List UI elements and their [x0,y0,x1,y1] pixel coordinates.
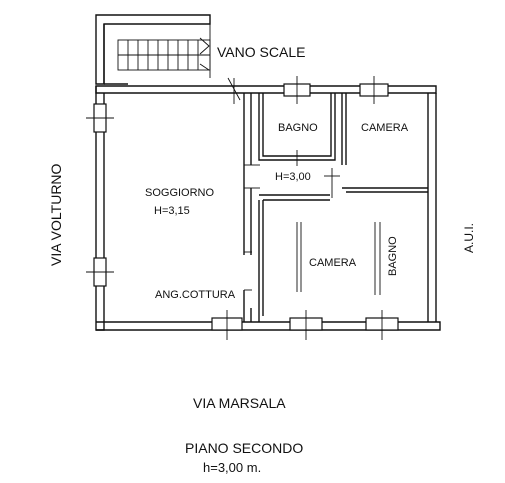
camera-bottom-label: CAMERA [309,257,357,269]
stairwell [95,14,211,85]
bagno-bottom-label: BAGNO [387,236,399,276]
ang-cottura-label: ANG.COTTURA [155,289,236,301]
stair-steps [118,40,210,70]
stair-arrow-icon [199,37,210,55]
floor-caption: PIANO SECONDO [185,440,303,456]
aui-label: A.U.I. [462,223,476,253]
bagno-top-label: BAGNO [278,122,318,134]
soggiorno-height-label: H=3,15 [154,205,190,217]
soggiorno-label: SOGGIORNO [145,187,215,199]
vano-scale-label: VANO SCALE [217,44,305,60]
camera-top-label: CAMERA [361,122,409,134]
door-marks [227,77,340,291]
windows [86,76,399,340]
height-caption: h=3,00 m. [203,460,261,475]
via-volturno-label: VIA VOLTURNO [48,163,64,266]
outer-walls [95,85,441,331]
hall-height-label: H=3,00 [275,171,311,183]
via-marsala-label: VIA MARSALA [193,395,286,411]
